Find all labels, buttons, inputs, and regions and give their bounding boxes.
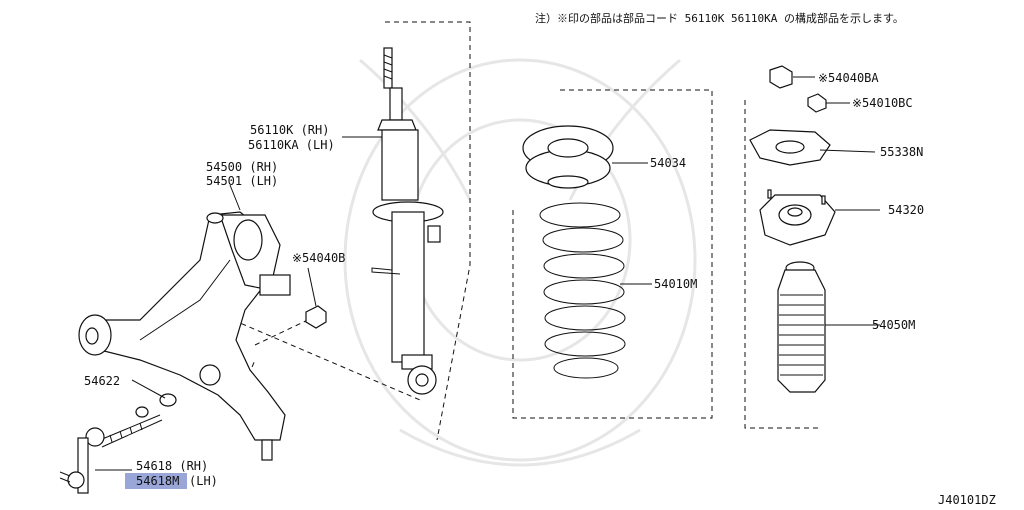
diagram-code: J40101DZ: [938, 493, 996, 507]
mount-54320-drawing: [759, 189, 836, 246]
label-strut-rh[interactable]: 56110K (RH): [250, 123, 329, 137]
label-mount-54320[interactable]: 54320: [888, 203, 924, 217]
label-insulator-54034[interactable]: 54034: [650, 156, 686, 170]
label-arm-lh[interactable]: 54501 (LH): [206, 174, 278, 188]
label-bearing-55338n[interactable]: 55338N: [880, 145, 923, 159]
nut-dashline: [254, 317, 313, 346]
strut-to-arm-dashline: [232, 319, 421, 401]
mount-group-frame: [744, 100, 822, 429]
label-link-rh[interactable]: 54618 (RH): [136, 459, 208, 473]
coil-spring-drawing: [539, 202, 626, 379]
spring-insulator-drawing: [522, 125, 614, 189]
bound-bumper-54050m-drawing: [777, 261, 826, 393]
label-strut-lh[interactable]: 56110KA (LH): [248, 138, 335, 152]
lower-arm-drawing: [78, 211, 291, 461]
strut-assembly-drawing: [371, 47, 444, 395]
label-spring-54010m[interactable]: 54010M: [654, 277, 697, 291]
spring-group-frame: [512, 89, 713, 419]
bolt-54622-drawing: [99, 393, 177, 448]
header-note: 注）※印の部品は部品コード 56110K 56110KA の構成部品を示します。: [535, 11, 904, 25]
label-nut-54040b[interactable]: ※54040B: [292, 251, 345, 265]
label-bolt-54622[interactable]: 54622: [84, 374, 120, 388]
strut-group-frame: [385, 21, 471, 441]
nut-54040b-drawing: [305, 305, 327, 329]
leader-lines: [95, 76, 880, 471]
nut-54010bc-drawing: [807, 93, 827, 113]
label-link-lh-side: (LH): [189, 474, 218, 488]
label-arm-rh[interactable]: 54500 (RH): [206, 160, 278, 174]
label-link-lh-highlight: [125, 473, 187, 489]
stabilizer-link-drawing: [59, 427, 105, 494]
label-nut-54010bc[interactable]: ※54010BC: [852, 96, 913, 110]
bearing-55338n-drawing: [749, 129, 831, 166]
label-link-lh-code[interactable]: 54618M: [136, 474, 179, 488]
nut-54040ba-drawing: [769, 65, 793, 89]
label-nut-54040ba[interactable]: ※54040BA: [818, 71, 879, 85]
label-bumper-54050m[interactable]: 54050M: [872, 318, 915, 332]
